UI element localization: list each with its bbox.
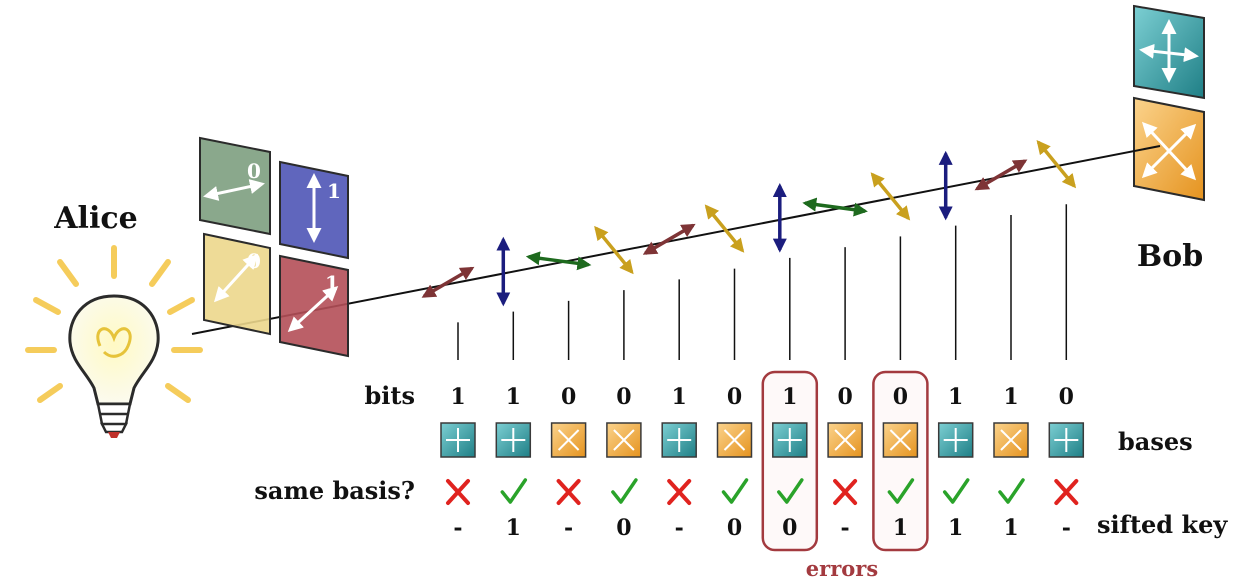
error-box [761,370,819,552]
sifted-key-value: - [453,515,462,541]
sifted-key-label: sifted key [1097,510,1228,539]
alice-filter-3: 1 [279,254,349,358]
bit-value: 0 [561,384,576,410]
cross-icon [667,479,692,505]
bit-value: 0 [837,384,852,410]
sifted-key-value: 1 [948,515,963,541]
same-basis-row [446,478,1079,505]
polarization-arrow-icon [287,285,339,333]
sifted-key-value: - [841,515,850,541]
alice-filters: 0 1 0 1 [199,136,349,358]
bases-label: bases [1118,427,1193,456]
basis-cross-icon [716,422,753,458]
basis-plus-icon [1048,422,1085,458]
error-box [872,370,929,552]
sifted-key-value: 0 [727,515,742,541]
alice-filter-value: 1 [327,179,341,203]
bit-value: 0 [1059,384,1074,410]
sifted-key-row: - 1 - 0 - 0 0 - 1 1 1 - [453,515,1070,541]
photon-diag-left-icon [594,225,634,275]
bit-value: 1 [672,384,687,410]
basis-cross-icon [550,422,587,458]
bob-filter-cross [1133,96,1205,202]
sifted-key-value: 0 [616,515,631,541]
alice-label: Alice [53,201,137,236]
sifted-key-value: 0 [782,515,797,541]
basis-cross-icon [882,422,919,458]
photon-diag-left-icon [870,172,911,221]
check-icon [500,478,528,504]
sifted-key-value: - [675,515,684,541]
cross-icon [833,479,858,505]
cross-icon [556,479,581,505]
bits-row: 1 1 0 0 1 0 1 0 0 1 1 0 [450,384,1074,410]
photon-diag-left-icon [704,204,745,253]
polarization-arrow-icon [203,179,265,201]
check-icon [721,478,749,504]
bit-value: 1 [450,384,465,410]
basis-cross-icon [827,422,863,458]
polarization-arrow-icon [213,253,259,303]
bob-filter-plus [1133,4,1205,100]
photon-polarizations [421,139,1077,307]
cross-icon [1054,479,1079,505]
error-highlights [761,370,929,552]
check-icon [998,478,1025,504]
bits-label: bits [365,381,416,410]
bit-value: 1 [782,384,797,410]
photon-diag-right-icon [642,223,696,255]
alice-filter-value: 0 [247,159,261,183]
photon-horizontal-icon [525,251,592,271]
photon-diag-left-icon [1036,139,1077,189]
check-icon [942,478,970,504]
photon-diag-right-icon [421,266,475,298]
cross-icon [446,479,470,505]
bit-value: 1 [1003,384,1018,410]
alice-filter-0: 0 [199,136,271,236]
sifted-key-value: - [564,515,573,541]
errors-label: errors [806,556,878,581]
alice-filter-1: 1 [279,160,349,260]
check-icon [777,478,804,504]
photon-horizontal-icon [802,197,868,217]
alice-filter-value: 1 [325,271,339,295]
column-stems [457,204,1068,360]
sifted-key-value: - [1062,515,1071,541]
basis-plus-icon [772,422,808,458]
bases-row [440,422,1085,458]
alice-filter-2: 0 [203,232,271,336]
sifted-key-value: 1 [1003,515,1018,541]
basis-plus-icon [440,422,476,458]
bit-value: 1 [506,384,521,410]
basis-cross-icon [993,422,1029,458]
basis-plus-icon [937,422,974,458]
bit-value: 0 [727,384,742,410]
sifted-key-value: 1 [506,515,521,541]
basis-plus-icon [661,422,697,458]
basis-plus-icon [495,422,532,458]
check-icon [611,478,638,504]
alice-filter-value: 0 [247,249,261,273]
sifted-key-value: 1 [893,515,908,541]
bit-value: 0 [616,384,631,410]
bit-value: 0 [893,384,908,410]
photon-diag-right-icon [974,159,1028,191]
same-basis-label: same basis? [254,476,415,505]
light-bulb-icon [25,245,203,438]
basis-cross-icon [606,422,642,458]
bob-label: Bob [1137,239,1203,274]
bit-value: 1 [948,384,963,410]
check-icon [887,478,915,504]
